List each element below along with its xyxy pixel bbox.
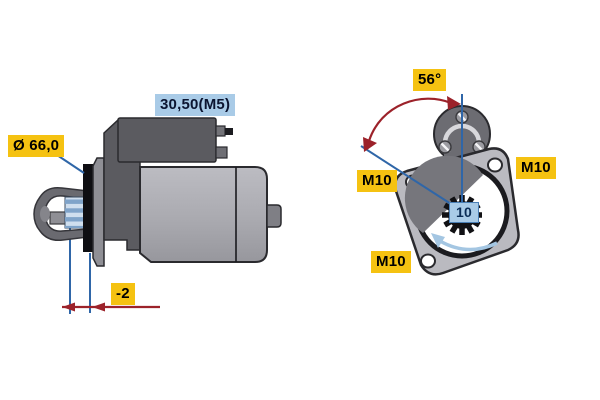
housing-shadow-wedge [404,155,483,233]
solenoid-terminal-lower [215,146,228,159]
rotation-angle-label: 56° [413,69,447,91]
mounting-hole-m10-label-left: M10 [357,170,397,192]
solenoid [117,117,217,163]
mounting-hole-m10-label-right: M10 [516,157,556,179]
motor-body [139,166,268,263]
dimension-arrow-right-icon [92,302,105,312]
rotation-direction-arc [439,239,498,252]
pinion-gear-side [64,196,87,229]
solenoid-terminal-stud [225,128,233,135]
dimension-arrow-left-icon [62,302,75,312]
rotation-arrow-icon [431,233,445,248]
rotated-axis-line [360,145,452,205]
diameter-leader-line [56,154,85,174]
mounting-hole-m10-label-bottom: M10 [371,251,411,273]
angle-arrow-right-icon [447,96,461,110]
solenoid-thread-label: 30,50(M5) [155,94,236,116]
mounting-hole-bottom [420,253,436,269]
mounting-flange-edge [92,157,105,267]
bracket-eye [40,206,50,222]
angle-arc [367,97,452,142]
flange-ring-band [83,164,93,252]
angle-arrow-left-icon [363,137,377,152]
pinion-teeth-label: 10 [449,202,479,223]
dimension-diameter-label: Ø 66,0 [8,135,65,157]
pinion-offset-label: -2 [111,283,135,305]
rear-bearing-stub [266,204,282,228]
solenoid-terminal-upper [215,125,226,137]
mounting-hole-right [487,157,503,173]
starter-side-view [33,117,282,314]
